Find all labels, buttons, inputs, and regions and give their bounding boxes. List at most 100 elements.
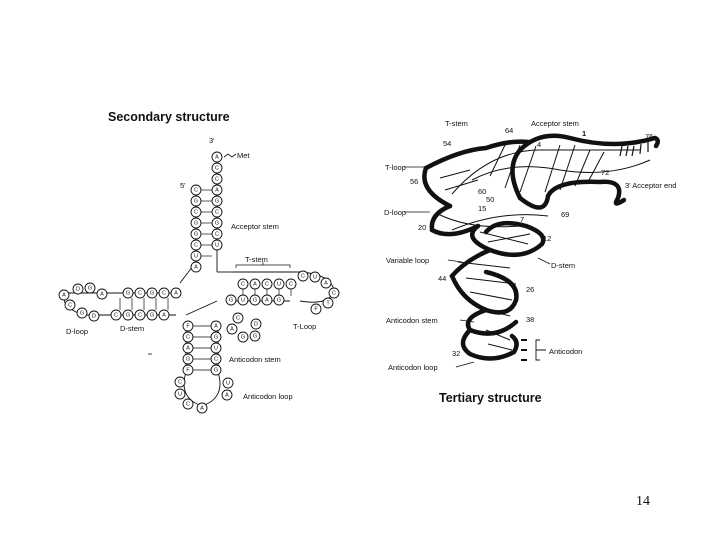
- nucleotide-letter: G: [253, 333, 257, 339]
- nucleotide-letter: G: [150, 312, 154, 318]
- nucleotide-letter: C: [138, 290, 142, 296]
- acceptor-stem-label: Acceptor stem: [231, 222, 279, 231]
- nucleotide: A: [222, 390, 232, 400]
- nucleotide-letter: G: [194, 220, 198, 226]
- nucleotide: C: [175, 377, 185, 387]
- nucleotide: C: [191, 240, 201, 250]
- nucleotide-letter: U: [178, 391, 182, 397]
- nucleotide: A: [262, 295, 272, 305]
- nucleotide-letter: G: [126, 290, 130, 296]
- nucleotide: C: [183, 332, 193, 342]
- residue-number: 1: [582, 129, 586, 138]
- nucleotide-letter: G: [126, 312, 130, 318]
- nucleotide: C: [238, 279, 248, 289]
- nucleotide: A: [197, 403, 207, 413]
- nucleotide: F: [183, 321, 193, 331]
- nucleotide-letter: G: [150, 290, 154, 296]
- t-stem-3d-label: T-stem: [445, 119, 468, 128]
- residue-number: 12: [543, 234, 551, 243]
- nucleotide: U: [175, 389, 185, 399]
- nucleotide-letter: C: [194, 187, 198, 193]
- nucleotide-letter: U: [241, 297, 245, 303]
- nucleotide-letter: G: [241, 334, 245, 340]
- nucleotide-letter: G: [194, 231, 198, 237]
- nucleotide-letter: D: [92, 313, 96, 319]
- anticodon-stem-label: Anticodon stem: [229, 355, 281, 364]
- nucleotide-letter: C: [214, 356, 218, 362]
- end-3-label: 3': [209, 136, 215, 145]
- nucleotide: A: [183, 343, 193, 353]
- residue-number: 54: [443, 139, 451, 148]
- nucleotide: C: [212, 174, 222, 184]
- residue-number: 76: [645, 132, 653, 141]
- nucleotide: C: [111, 310, 121, 320]
- nucleotide-letter: G: [215, 198, 219, 204]
- nucleotide-letter: C: [68, 302, 72, 308]
- nucleotide: G: [123, 310, 133, 320]
- nucleotide: A: [97, 289, 107, 299]
- nucleotide-letter: C: [289, 281, 293, 287]
- nucleotide: G: [147, 310, 157, 320]
- nucleotide-letter: C: [194, 242, 198, 248]
- nucleotide: C: [159, 288, 169, 298]
- nucleotide: G: [85, 283, 95, 293]
- nucleotide-letter: G: [229, 297, 233, 303]
- nucleotide: F: [183, 365, 193, 375]
- nucleotide-letter: U: [313, 274, 317, 280]
- nucleotide: A: [211, 321, 221, 331]
- nucleotide-letter: C: [186, 334, 190, 340]
- variable-loop-label: Variable loop: [386, 256, 429, 265]
- nucleotide: T: [323, 298, 333, 308]
- residue-number: 15: [478, 204, 486, 213]
- nucleotide: C: [212, 207, 222, 217]
- nucleotide-letter: A: [225, 392, 229, 398]
- nucleotide-letter: C: [241, 281, 245, 287]
- met-label: Met: [237, 151, 250, 160]
- residue-number: 26: [526, 285, 534, 294]
- tertiary-structure-panel: T-stem Acceptor stem T-loop D-loop Varia…: [384, 119, 676, 405]
- tertiary-title: Tertiary structure: [439, 391, 542, 405]
- residue-number: 4: [537, 140, 541, 149]
- nucleotide-letter: A: [200, 405, 204, 411]
- nucleotide-letter: A: [214, 323, 218, 329]
- nucleotide: D: [251, 319, 261, 329]
- nucleotide-letter: C: [215, 165, 219, 171]
- nucleotide: A: [159, 310, 169, 320]
- nucleotide: C: [65, 300, 75, 310]
- residue-number: 7: [520, 215, 524, 224]
- nucleotide-letter: D: [254, 321, 258, 327]
- d-stem-leader: [538, 258, 550, 264]
- end-5-label: 5': [180, 181, 186, 190]
- nucleotide: U: [191, 251, 201, 261]
- anticodon-loop-label: Anticodon loop: [243, 392, 293, 401]
- anticodon-stem-3d-label: Anticodon stem: [386, 316, 438, 325]
- nucleotide-letter: G: [214, 334, 218, 340]
- nucleotide: A: [227, 324, 237, 334]
- nucleotide: C: [298, 271, 308, 281]
- residue-number: 64: [505, 126, 513, 135]
- nucleotide: G: [191, 229, 201, 239]
- nucleotide: C: [262, 279, 272, 289]
- residue-number: 20: [418, 223, 426, 232]
- nucleotide-letter: G: [277, 297, 281, 303]
- nucleotide: G: [211, 365, 221, 375]
- residue-number: 56: [410, 177, 418, 186]
- d-stem-label: D-stem: [120, 324, 144, 333]
- d-loop-label: D-loop: [66, 327, 88, 336]
- secondary-title: Secondary structure: [108, 110, 230, 124]
- nucleotide-letter: G: [88, 285, 92, 291]
- nucleotide-letter: C: [236, 315, 240, 321]
- anticodon-bracket: [536, 340, 546, 360]
- nucleotide: C: [212, 163, 222, 173]
- nucleotide-letter: A: [100, 291, 104, 297]
- secondary-structure-panel: Secondary structure: [59, 110, 339, 413]
- nucleotide: G: [183, 354, 193, 364]
- nucleotide-letter: D: [76, 286, 80, 292]
- nucleotide: G: [226, 295, 236, 305]
- nucleotide: U: [211, 343, 221, 353]
- nucleotide: A: [59, 290, 69, 300]
- nucleotide: C: [183, 399, 193, 409]
